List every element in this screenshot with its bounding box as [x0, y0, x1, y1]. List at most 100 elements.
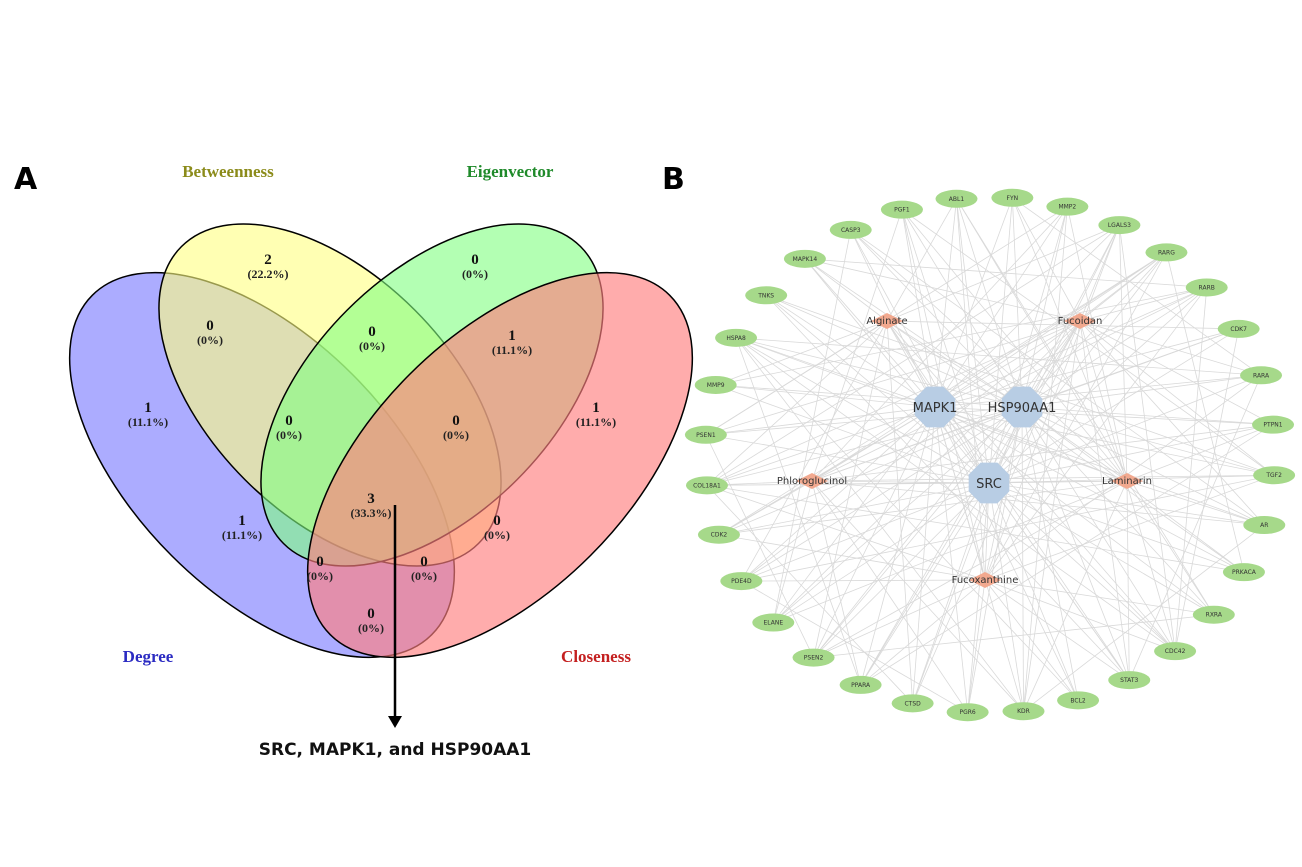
hub-node[interactable]: MAPK1 — [913, 386, 958, 428]
network-edge — [741, 482, 990, 582]
compound-node[interactable]: Alginate — [866, 313, 908, 329]
compound-node[interactable]: Phloroglucinol — [777, 473, 847, 489]
target-node-label: PSEN2 — [804, 655, 824, 662]
target-node-label: PRKACA — [1232, 569, 1257, 576]
network-edge — [706, 224, 1120, 486]
network-edge — [860, 406, 1023, 686]
target-node-label: STAT3 — [1120, 677, 1138, 684]
network-edge — [934, 406, 1275, 476]
network-edge — [988, 482, 1176, 652]
target-node-label: PDE4D — [731, 578, 752, 585]
region-count-e_only: 0 — [471, 252, 479, 268]
network-edge — [811, 474, 1275, 482]
arrow-head — [388, 716, 402, 728]
target-node[interactable]: STAT3 — [1108, 671, 1151, 690]
target-node[interactable]: RARA — [1240, 366, 1283, 385]
target-node-shape — [783, 249, 826, 268]
network-edge — [705, 434, 990, 484]
network-edge — [1118, 225, 1128, 482]
compound-node[interactable]: Fucoxanthine — [952, 572, 1019, 588]
target-node[interactable]: RARB — [1185, 278, 1228, 297]
target-node[interactable]: COL18A1 — [685, 476, 728, 495]
region-count-b_only: 2 — [264, 252, 272, 268]
target-node[interactable]: CDK7 — [1217, 319, 1260, 338]
network-edge — [735, 337, 1176, 652]
target-node-shape — [792, 648, 835, 667]
network-edge — [850, 229, 1265, 526]
hub-node-label: MAPK1 — [913, 401, 958, 416]
target-node[interactable]: MMP2 — [1046, 197, 1089, 216]
network-edge — [741, 579, 986, 582]
network-edge — [706, 320, 888, 486]
target-node-label: RARG — [1158, 249, 1175, 256]
target-node[interactable]: FYN — [991, 188, 1034, 207]
target-node[interactable]: MMP9 — [694, 375, 737, 394]
network-edge — [715, 384, 990, 484]
network-edge — [967, 482, 990, 713]
target-node-shape — [1057, 691, 1100, 710]
network-edge — [967, 579, 986, 713]
region-percent-bec: (0%) — [443, 428, 469, 442]
network-edge — [765, 294, 990, 484]
target-node[interactable]: AR — [1243, 516, 1286, 535]
target-node[interactable]: PSEN1 — [684, 425, 727, 444]
target-node-label: TGF2 — [1265, 472, 1282, 479]
network-edge — [1066, 206, 1128, 482]
region-percent-ec: (11.1%) — [492, 343, 532, 357]
target-node[interactable]: PSEN2 — [792, 648, 835, 667]
hub-node[interactable]: SRC — [968, 462, 1010, 504]
network-edge — [886, 320, 1023, 408]
compound-node[interactable]: Laminarin — [1102, 473, 1152, 489]
target-node[interactable]: BCL2 — [1057, 691, 1100, 710]
target-node[interactable]: TNKS — [745, 286, 788, 305]
target-node[interactable]: RXRA — [1192, 605, 1235, 624]
network-edge — [1174, 328, 1240, 652]
panel-label-a: A — [14, 162, 38, 197]
network-edge — [1079, 320, 1262, 376]
network-edge — [934, 406, 986, 581]
target-node-shape — [685, 476, 728, 495]
network-edge — [988, 252, 1167, 484]
target-node-shape — [1240, 366, 1283, 385]
network-edge — [705, 406, 1023, 436]
target-node-shape — [839, 675, 882, 694]
target-node[interactable]: ABL1 — [935, 189, 978, 208]
target-node[interactable]: PGR6 — [946, 703, 989, 722]
target-node[interactable]: PPARA — [839, 675, 882, 694]
target-node-label: HSPA8 — [726, 335, 746, 342]
hub-node[interactable]: HSP90AA1 — [988, 386, 1057, 428]
target-node[interactable]: MAPK14 — [783, 249, 826, 268]
target-node[interactable]: CDK2 — [697, 525, 740, 544]
target-node[interactable]: PDE4D — [720, 572, 763, 591]
network-edge — [988, 482, 1130, 681]
target-node[interactable]: PTPN1 — [1252, 415, 1295, 434]
target-node[interactable]: PGF1 — [880, 200, 923, 219]
compound-node[interactable]: Fucoidan — [1058, 313, 1103, 329]
network-edge — [1021, 406, 1274, 426]
network-edge — [1118, 225, 1176, 652]
region-percent-dbe: (0%) — [276, 428, 302, 442]
target-node[interactable]: RARG — [1145, 243, 1188, 262]
target-node[interactable]: LGALS3 — [1098, 216, 1141, 235]
target-node[interactable]: CTSD — [891, 694, 934, 713]
network-edge — [715, 287, 1207, 386]
target-node[interactable]: CASP3 — [829, 220, 872, 239]
network-edge — [956, 198, 986, 581]
network-edge — [912, 406, 1023, 704]
target-node[interactable]: ELANE — [752, 613, 795, 632]
target-node-label: PPARA — [851, 682, 871, 689]
target-node-label: KDR — [1017, 708, 1030, 715]
target-node-shape — [880, 200, 923, 219]
network-edge — [735, 337, 861, 686]
network-edge — [811, 206, 1068, 482]
network-edge — [850, 229, 1128, 482]
network-edge — [934, 406, 1176, 652]
target-node[interactable]: HSPA8 — [715, 328, 758, 347]
target-node-shape — [1217, 319, 1260, 338]
target-node[interactable]: CDC42 — [1154, 642, 1197, 661]
target-node[interactable]: PRKACA — [1222, 563, 1265, 582]
panel-label-b: B — [662, 162, 685, 197]
network-edge — [718, 480, 1128, 536]
target-node[interactable]: KDR — [1002, 702, 1045, 721]
target-node[interactable]: TGF2 — [1253, 466, 1296, 485]
